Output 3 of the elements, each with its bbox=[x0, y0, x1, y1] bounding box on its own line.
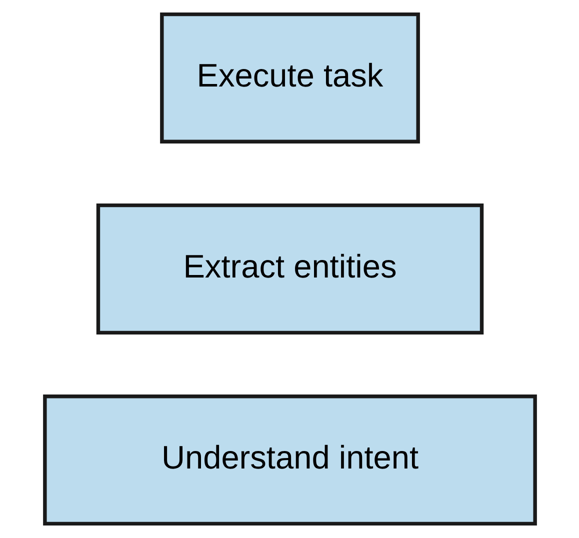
node-box: Execute task bbox=[160, 12, 420, 144]
node-box: Understand intent bbox=[42, 394, 536, 526]
node-box: Extract entities bbox=[96, 203, 484, 335]
